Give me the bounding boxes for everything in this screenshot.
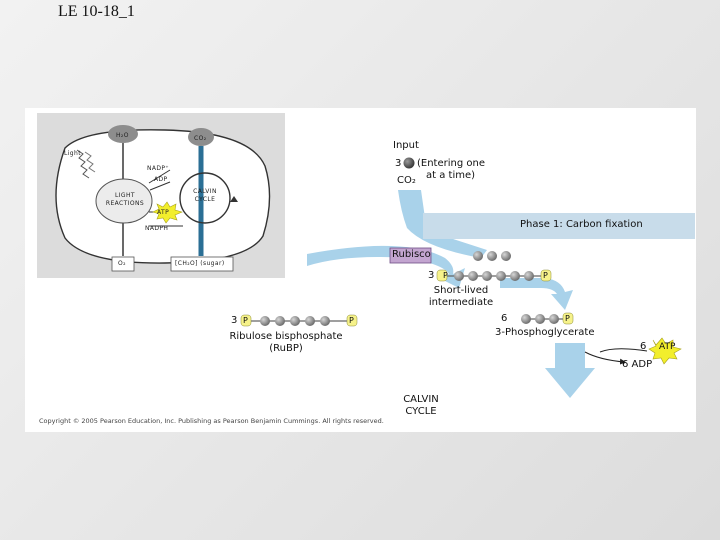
inset-light-reactions-label-2: REACTIONS [105,200,145,207]
co2-input-arrow [398,190,487,258]
slide-title: LE 10-18_1 [58,3,135,20]
rubp-molecule [240,314,358,327]
inset-atp-label: ATP [157,209,170,216]
light-reactions-blob [95,178,153,224]
adp-label: 6 ADP [622,359,653,370]
rubisco-label: Rubisco [392,249,431,260]
inset-o2-label: O₂ [118,260,126,267]
split-flow-arrow [500,278,573,310]
short-lived-label-1: Short-lived [433,285,489,296]
short-lived-phosphate-left: P [443,271,448,280]
inset-sugar-label: [CH₂O] (sugar) [175,260,225,267]
inset-adp-label: ADP [154,176,168,183]
inset-light-reactions-label-1: LIGHT [115,192,135,199]
o2-box [111,256,135,272]
atp-count: 6 [640,341,647,352]
copyright-notice: Copyright © 2005 Pearson Education, Inc.… [39,417,384,425]
inset-light-label: Light [64,150,81,157]
calvin-loop-arrow [230,196,238,202]
co2-carbon-atom [403,157,415,169]
sugar-box [170,256,234,272]
calvin-cycle-figure: H₂O CO₂ Light NADP⁺ ADP LIGHT REACTIONS … [25,108,696,432]
nadp-connector [148,169,171,184]
input-count: 3 [395,158,402,169]
inset-nadp-label: NADP⁺ [147,165,169,172]
rubp-count: 3 [231,315,238,326]
light-icon-2 [84,151,96,173]
rubp-label-2: (RuBP) [269,343,303,354]
rubp-phosphate-right: P [349,316,354,325]
phosphoglycerate-molecule [521,312,574,325]
rubisco-flow-arrow [307,245,465,288]
calvin-cycle-label-2: CYCLE [405,406,437,417]
entering-label-2: at a time) [426,170,476,181]
chloroplast-outline [55,129,271,264]
adp-connector [149,181,171,191]
reduction-flow-arrow [545,343,595,398]
atp-starburst [648,337,682,365]
inset-calvin-label-1: CALVIN [193,188,217,195]
input-label: Input [393,140,419,151]
short-lived-phosphate-right: P [543,271,548,280]
rubp-phosphate-left: P [243,316,248,325]
calvin-cycle-label-1: CALVIN [403,394,439,405]
h2o-blob [108,125,138,143]
inset-atp-starburst [152,201,183,224]
atp-consumption-line [599,348,648,353]
short-lived-label-2: intermediate [428,297,494,308]
light-icon [76,149,90,179]
phase1-label: Phase 1: Carbon fixation [520,219,643,230]
inset-co2-label: CO₂ [194,135,207,142]
calvin-cycle-loop [179,172,231,224]
inset-calvin-label-2: CYCLE [194,196,216,203]
pga-label: 3-Phosphoglycerate [495,327,595,338]
pga-count: 6 [501,313,508,324]
adp-release-arrow [584,351,626,365]
short-lived-intermediate [436,251,552,282]
co2-input-label: CO₂ [397,175,416,186]
rubp-label-1: Ribulose bisphosphate [229,331,343,342]
inset-nadph-label: NADPH [145,225,169,232]
phase1-box [423,213,695,239]
inset-h2o-label: H₂O [116,132,129,139]
pga-phosphate: P [565,314,570,323]
rubisco-box [389,247,432,264]
atp-label: ATP [659,342,676,352]
entering-label-1: (Entering one [417,158,485,169]
co2-blob [188,128,214,146]
diagram-graphics [37,113,695,398]
short-lived-count: 3 [428,270,435,281]
